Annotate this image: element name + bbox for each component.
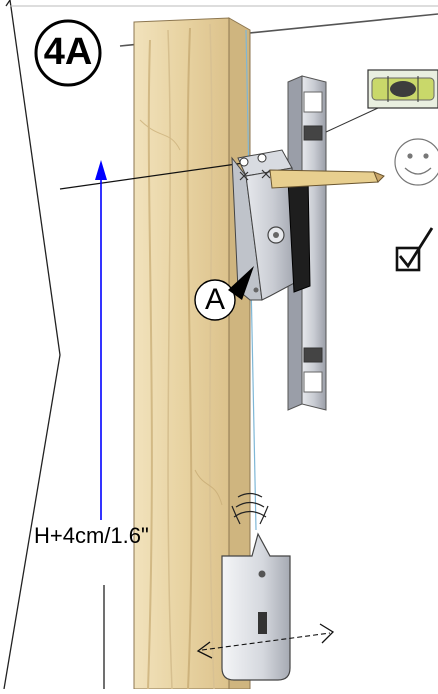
pencil — [269, 169, 385, 189]
step-label: 4A — [43, 31, 93, 73]
page-left-edge — [3, 0, 61, 690]
smiley-face-icon — [394, 138, 438, 186]
step-badge — [34, 19, 102, 87]
checked-checkbox-icon — [395, 227, 434, 272]
sway-motion-icon — [231, 492, 269, 525]
marker-a-callout — [194, 266, 254, 321]
double-arrow-icon — [196, 623, 335, 659]
spirit-level-bubble-icon — [325, 69, 438, 133]
height-label: H+4cm/1.6" — [34, 523, 149, 548]
marker-label: A — [204, 283, 225, 316]
up-arrow-icon — [95, 160, 107, 520]
marking-tool — [231, 149, 311, 301]
plumb-weight — [221, 532, 291, 681]
